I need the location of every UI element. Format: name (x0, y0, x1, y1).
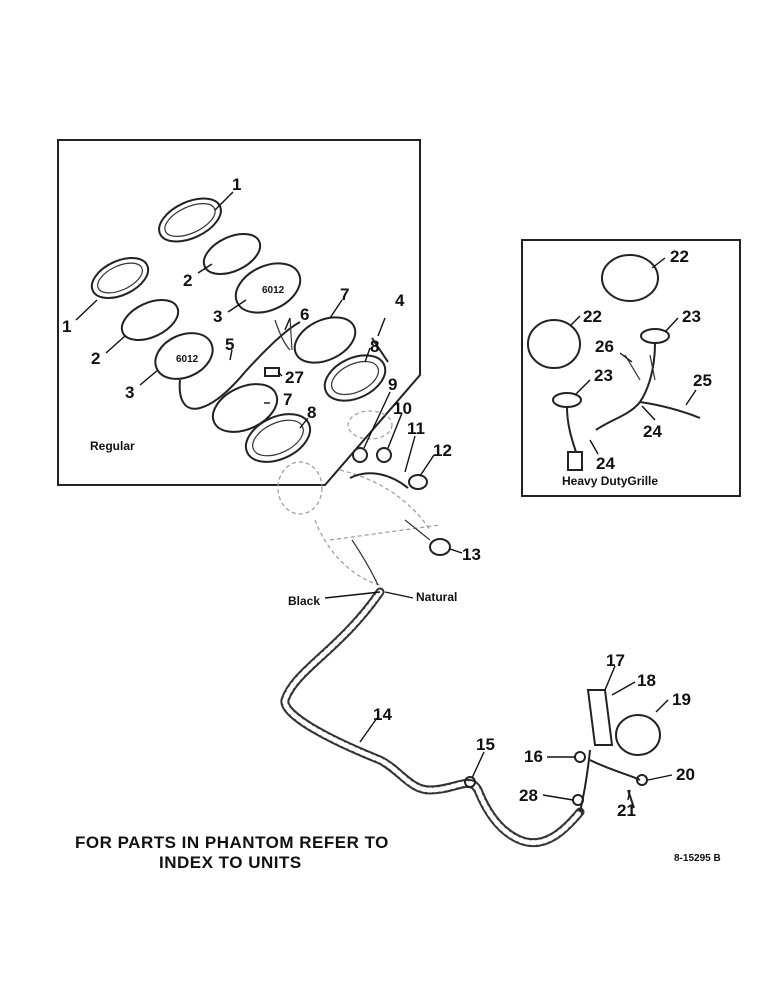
housing-upper (323, 354, 387, 402)
callout-8-lower: 8 (307, 403, 316, 422)
callout-24-right: 24 (643, 422, 662, 441)
lamp-19 (615, 714, 661, 756)
clip-16 (574, 751, 586, 763)
callout-23-lower: 23 (594, 366, 613, 385)
trim-ring-top (158, 197, 222, 243)
callout-24-left: 24 (596, 454, 615, 473)
callout-3-left: 3 (125, 383, 134, 402)
switch-10 (376, 447, 392, 463)
callout-22-upper: 22 (670, 247, 689, 266)
regular-label: Regular (90, 439, 135, 453)
heavy-duty-panel (521, 239, 741, 497)
terminal-4 (371, 337, 389, 363)
callout-1-left: 1 (62, 317, 71, 336)
housing-lower (244, 413, 312, 463)
grommet-lower (552, 392, 582, 408)
svg-text:6012: 6012 (262, 285, 285, 296)
phantom-note-line1: FOR PARTS IN PHANTOM REFER TO (75, 833, 389, 852)
sealed-beam-top: 6012 (234, 262, 302, 314)
switch-9 (352, 447, 368, 463)
callout-23-upper: 23 (682, 307, 701, 326)
callout-19: 19 (672, 690, 691, 709)
black-wire-label: Black (288, 594, 320, 608)
callout-22-lower: 22 (583, 307, 602, 326)
phantom-parts (277, 410, 441, 586)
hd-wiring (566, 342, 701, 453)
hd-connector (567, 451, 583, 471)
phantom-note-line2: INDEX TO UNITS (159, 853, 302, 872)
wiring-harness (280, 587, 591, 848)
mounting-ring-upper (293, 316, 357, 364)
callout-27: 27 (285, 368, 304, 387)
callout-21: 21 (617, 801, 636, 820)
clip-15 (464, 776, 476, 788)
callout-12: 12 (433, 441, 452, 460)
callout-20: 20 (676, 765, 695, 784)
callout-9: 9 (388, 375, 397, 394)
lead-wire (274, 317, 293, 351)
callout-7-upper: 7 (340, 285, 349, 304)
socket-13 (429, 538, 451, 556)
callout-8-upper: 8 (370, 337, 379, 356)
trim-ring-left (90, 257, 150, 299)
callout-4: 4 (395, 291, 405, 310)
callout-5: 5 (225, 335, 234, 354)
callout-6: 6 (300, 305, 309, 324)
callout-2-top: 2 (183, 271, 192, 290)
callout-14: 14 (373, 705, 392, 724)
callout-10: 10 (393, 399, 412, 418)
rear-light (464, 689, 661, 809)
leader-lines (75, 191, 697, 801)
socket-12 (408, 474, 428, 490)
drawing-code: 8-15295 B (674, 853, 721, 864)
headlamp-wire (178, 321, 301, 410)
callout-26: 26 (595, 337, 614, 356)
callout-18: 18 (637, 671, 656, 690)
callout-17: 17 (606, 651, 625, 670)
heavy-duty-panel-frame (521, 239, 741, 497)
callout-11: 11 (407, 419, 425, 438)
mounting-ring-lower (211, 383, 279, 433)
callouts: 1 2 3 1 2 3 4 5 6 7 7 8 8 27 9 10 11 12 … (62, 175, 712, 820)
bracket-11 (349, 472, 409, 489)
regular-panel: 6012 6012 (57, 139, 421, 486)
callout-2-left: 2 (91, 349, 100, 368)
callout-16: 16 (524, 747, 543, 766)
grommet-upper (640, 328, 670, 344)
lamp-lower (527, 319, 581, 369)
bracket-17 (586, 689, 614, 746)
sealed-beam-left: 6012 (154, 332, 214, 380)
callout-13: 13 (462, 545, 481, 564)
dash-components (349, 447, 451, 586)
clip-28 (572, 794, 584, 806)
clip-20 (636, 774, 648, 786)
svg-text:6012: 6012 (176, 354, 199, 365)
lamp-upper (601, 254, 659, 302)
retaining-ring-left (120, 299, 180, 341)
callout-7-lower: 7 (283, 390, 292, 409)
connector-27 (264, 367, 280, 377)
callout-1-top: 1 (232, 175, 241, 194)
retaining-ring-top (202, 233, 262, 275)
heavy-duty-label: Heavy DutyGrille (562, 474, 658, 488)
callout-28: 28 (519, 786, 538, 805)
callout-25: 25 (693, 371, 712, 390)
callout-3-top: 3 (213, 307, 222, 326)
callout-15: 15 (476, 735, 495, 754)
natural-wire-label: Natural (416, 590, 457, 604)
